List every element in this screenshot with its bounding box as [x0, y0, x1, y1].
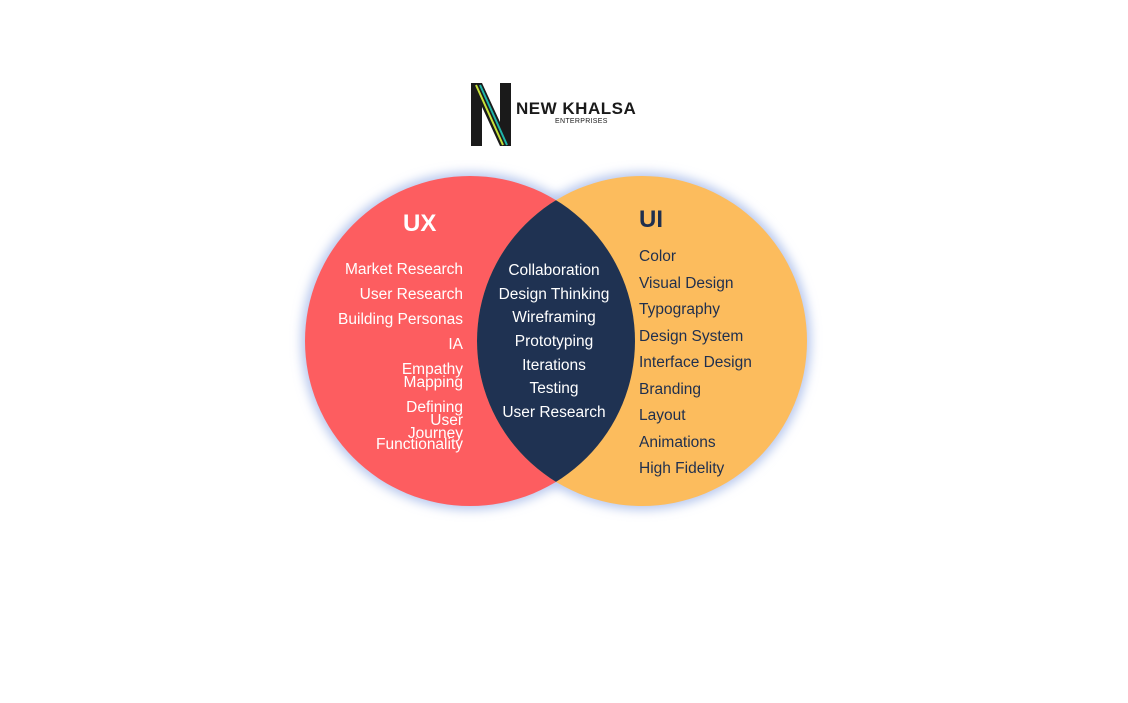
ux-heading: UX	[403, 210, 437, 237]
overlap-item: Design Thinking	[498, 286, 610, 303]
ui-item: Layout	[639, 407, 686, 424]
ux-item: User Research	[359, 286, 463, 303]
ui-item: Visual Design	[639, 275, 734, 292]
overlap-item: Testing	[529, 380, 579, 397]
ui-item: Interface Design	[639, 354, 752, 371]
company-logo: NEW KHALSA ENTERPRISES	[470, 82, 650, 148]
n-logo-icon	[470, 82, 514, 148]
ui-item: High Fidelity	[639, 460, 725, 477]
ux-item: Functionality	[375, 436, 463, 453]
ui-item: Typography	[639, 301, 720, 318]
overlap-item: Collaboration	[508, 262, 600, 279]
ux-item: IA	[448, 336, 463, 353]
overlap-item: User Research	[502, 404, 606, 421]
ui-item: Animations	[639, 434, 716, 451]
logo-title: NEW KHALSA	[516, 99, 637, 118]
overlap-item: Prototyping	[514, 333, 594, 350]
ux-item: Market Research	[344, 261, 463, 278]
ui-item: Branding	[639, 381, 702, 398]
logo-subtitle: ENTERPRISES	[555, 118, 608, 125]
ux-item: Empathy Mapping	[401, 361, 463, 391]
ui-item: Design System	[639, 328, 744, 345]
ux-item: Building Personas	[338, 311, 463, 328]
ui-heading: UI	[639, 206, 663, 233]
overlap-item: Iterations	[522, 357, 586, 374]
overlap-item: Wireframing	[512, 309, 596, 326]
ui-item: Color	[639, 248, 677, 265]
ux-item: Defining User Journey	[406, 399, 463, 442]
overlap-region	[477, 176, 635, 506]
